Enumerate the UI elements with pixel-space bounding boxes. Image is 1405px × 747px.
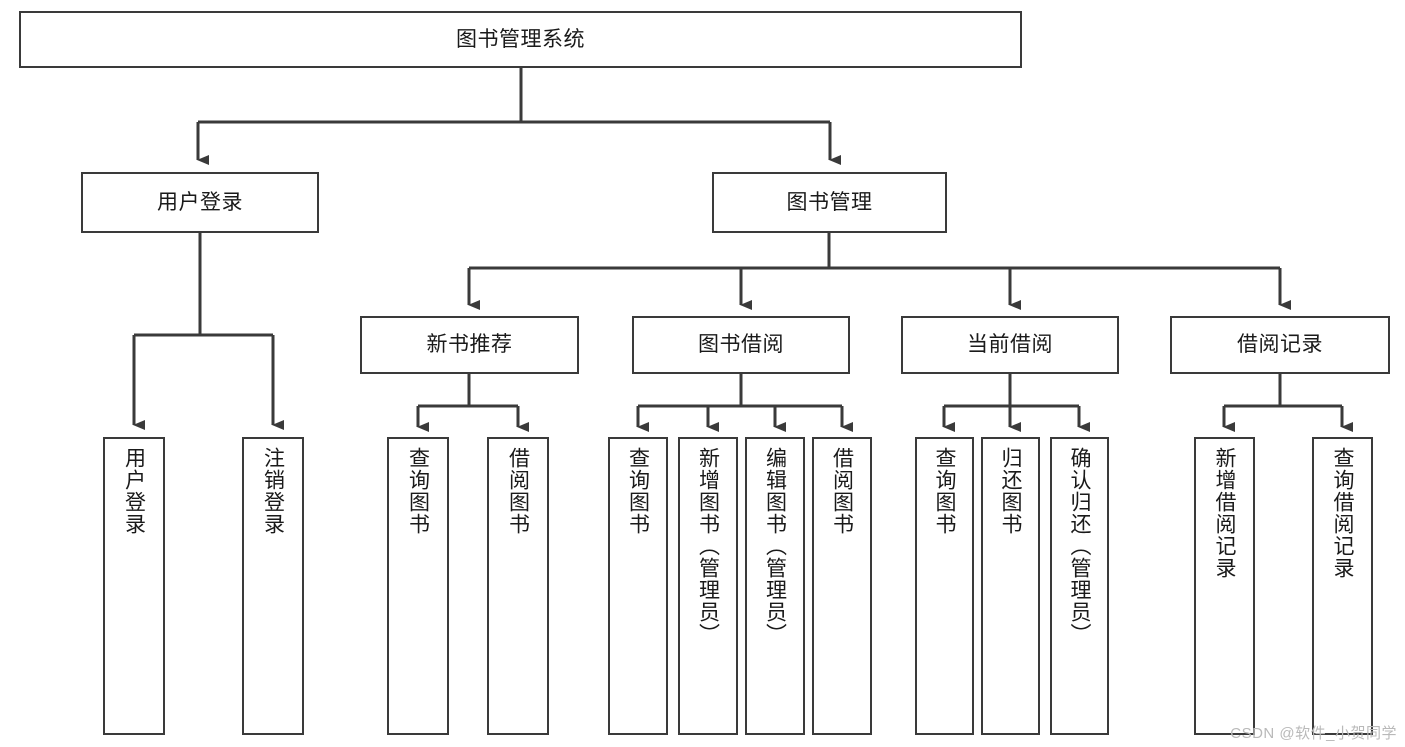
node-level3-current-borrow[interactable]: 当前借阅 [901,316,1119,374]
node-leaf[interactable]: 借阅图书 [812,437,872,735]
node-label: 借阅图书 [830,447,854,535]
node-level3-new-book-recommend[interactable]: 新书推荐 [360,316,579,374]
node-leaf[interactable]: 新增图书（管理员） [678,437,738,735]
node-label: 归还图书 [999,447,1023,535]
node-label: 查询图书 [933,447,957,535]
node-level2-book-management[interactable]: 图书管理 [712,172,947,233]
node-label: 查询借阅记录 [1331,447,1355,579]
node-label: 用户登录 [122,447,146,535]
node-leaf[interactable]: 新增借阅记录 [1194,437,1255,735]
node-label: 新增借阅记录 [1213,447,1237,579]
node-level3-book-borrow[interactable]: 图书借阅 [632,316,850,374]
node-label: 编辑图书（管理员） [763,447,787,645]
node-label: 新增图书（管理员） [696,447,720,645]
node-level2-user-login[interactable]: 用户登录 [81,172,319,233]
node-leaf[interactable]: 查询图书 [915,437,974,735]
node-label: 查询图书 [406,447,430,535]
node-leaf[interactable]: 查询图书 [387,437,449,735]
node-label: 查询图书 [626,447,650,535]
node-leaf[interactable]: 借阅图书 [487,437,549,735]
node-label: 用户登录 [157,190,243,214]
node-leaf[interactable]: 用户登录 [103,437,165,735]
node-label: 图书管理 [786,190,873,214]
node-level3-borrow-record[interactable]: 借阅记录 [1170,316,1390,374]
node-leaf[interactable]: 确认归还（管理员） [1050,437,1109,735]
csdn-watermark: CSDN @软件_小贺同学 [1230,725,1397,742]
node-label: 借阅记录 [1237,333,1323,357]
node-label: 新书推荐 [426,333,513,357]
node-label: 图书借阅 [698,333,784,357]
node-leaf[interactable]: 注销登录 [242,437,304,735]
node-label: 图书管理系统 [456,27,585,51]
node-leaf[interactable]: 归还图书 [981,437,1040,735]
node-leaf[interactable]: 编辑图书（管理员） [745,437,805,735]
node-leaf[interactable]: 查询图书 [608,437,668,735]
node-leaf[interactable]: 查询借阅记录 [1312,437,1373,735]
node-label: 确认归还（管理员） [1068,447,1092,645]
node-label: 当前借阅 [967,333,1053,357]
node-label: 注销登录 [261,447,285,535]
node-label: 借阅图书 [506,447,530,535]
node-root[interactable]: 图书管理系统 [19,11,1022,68]
